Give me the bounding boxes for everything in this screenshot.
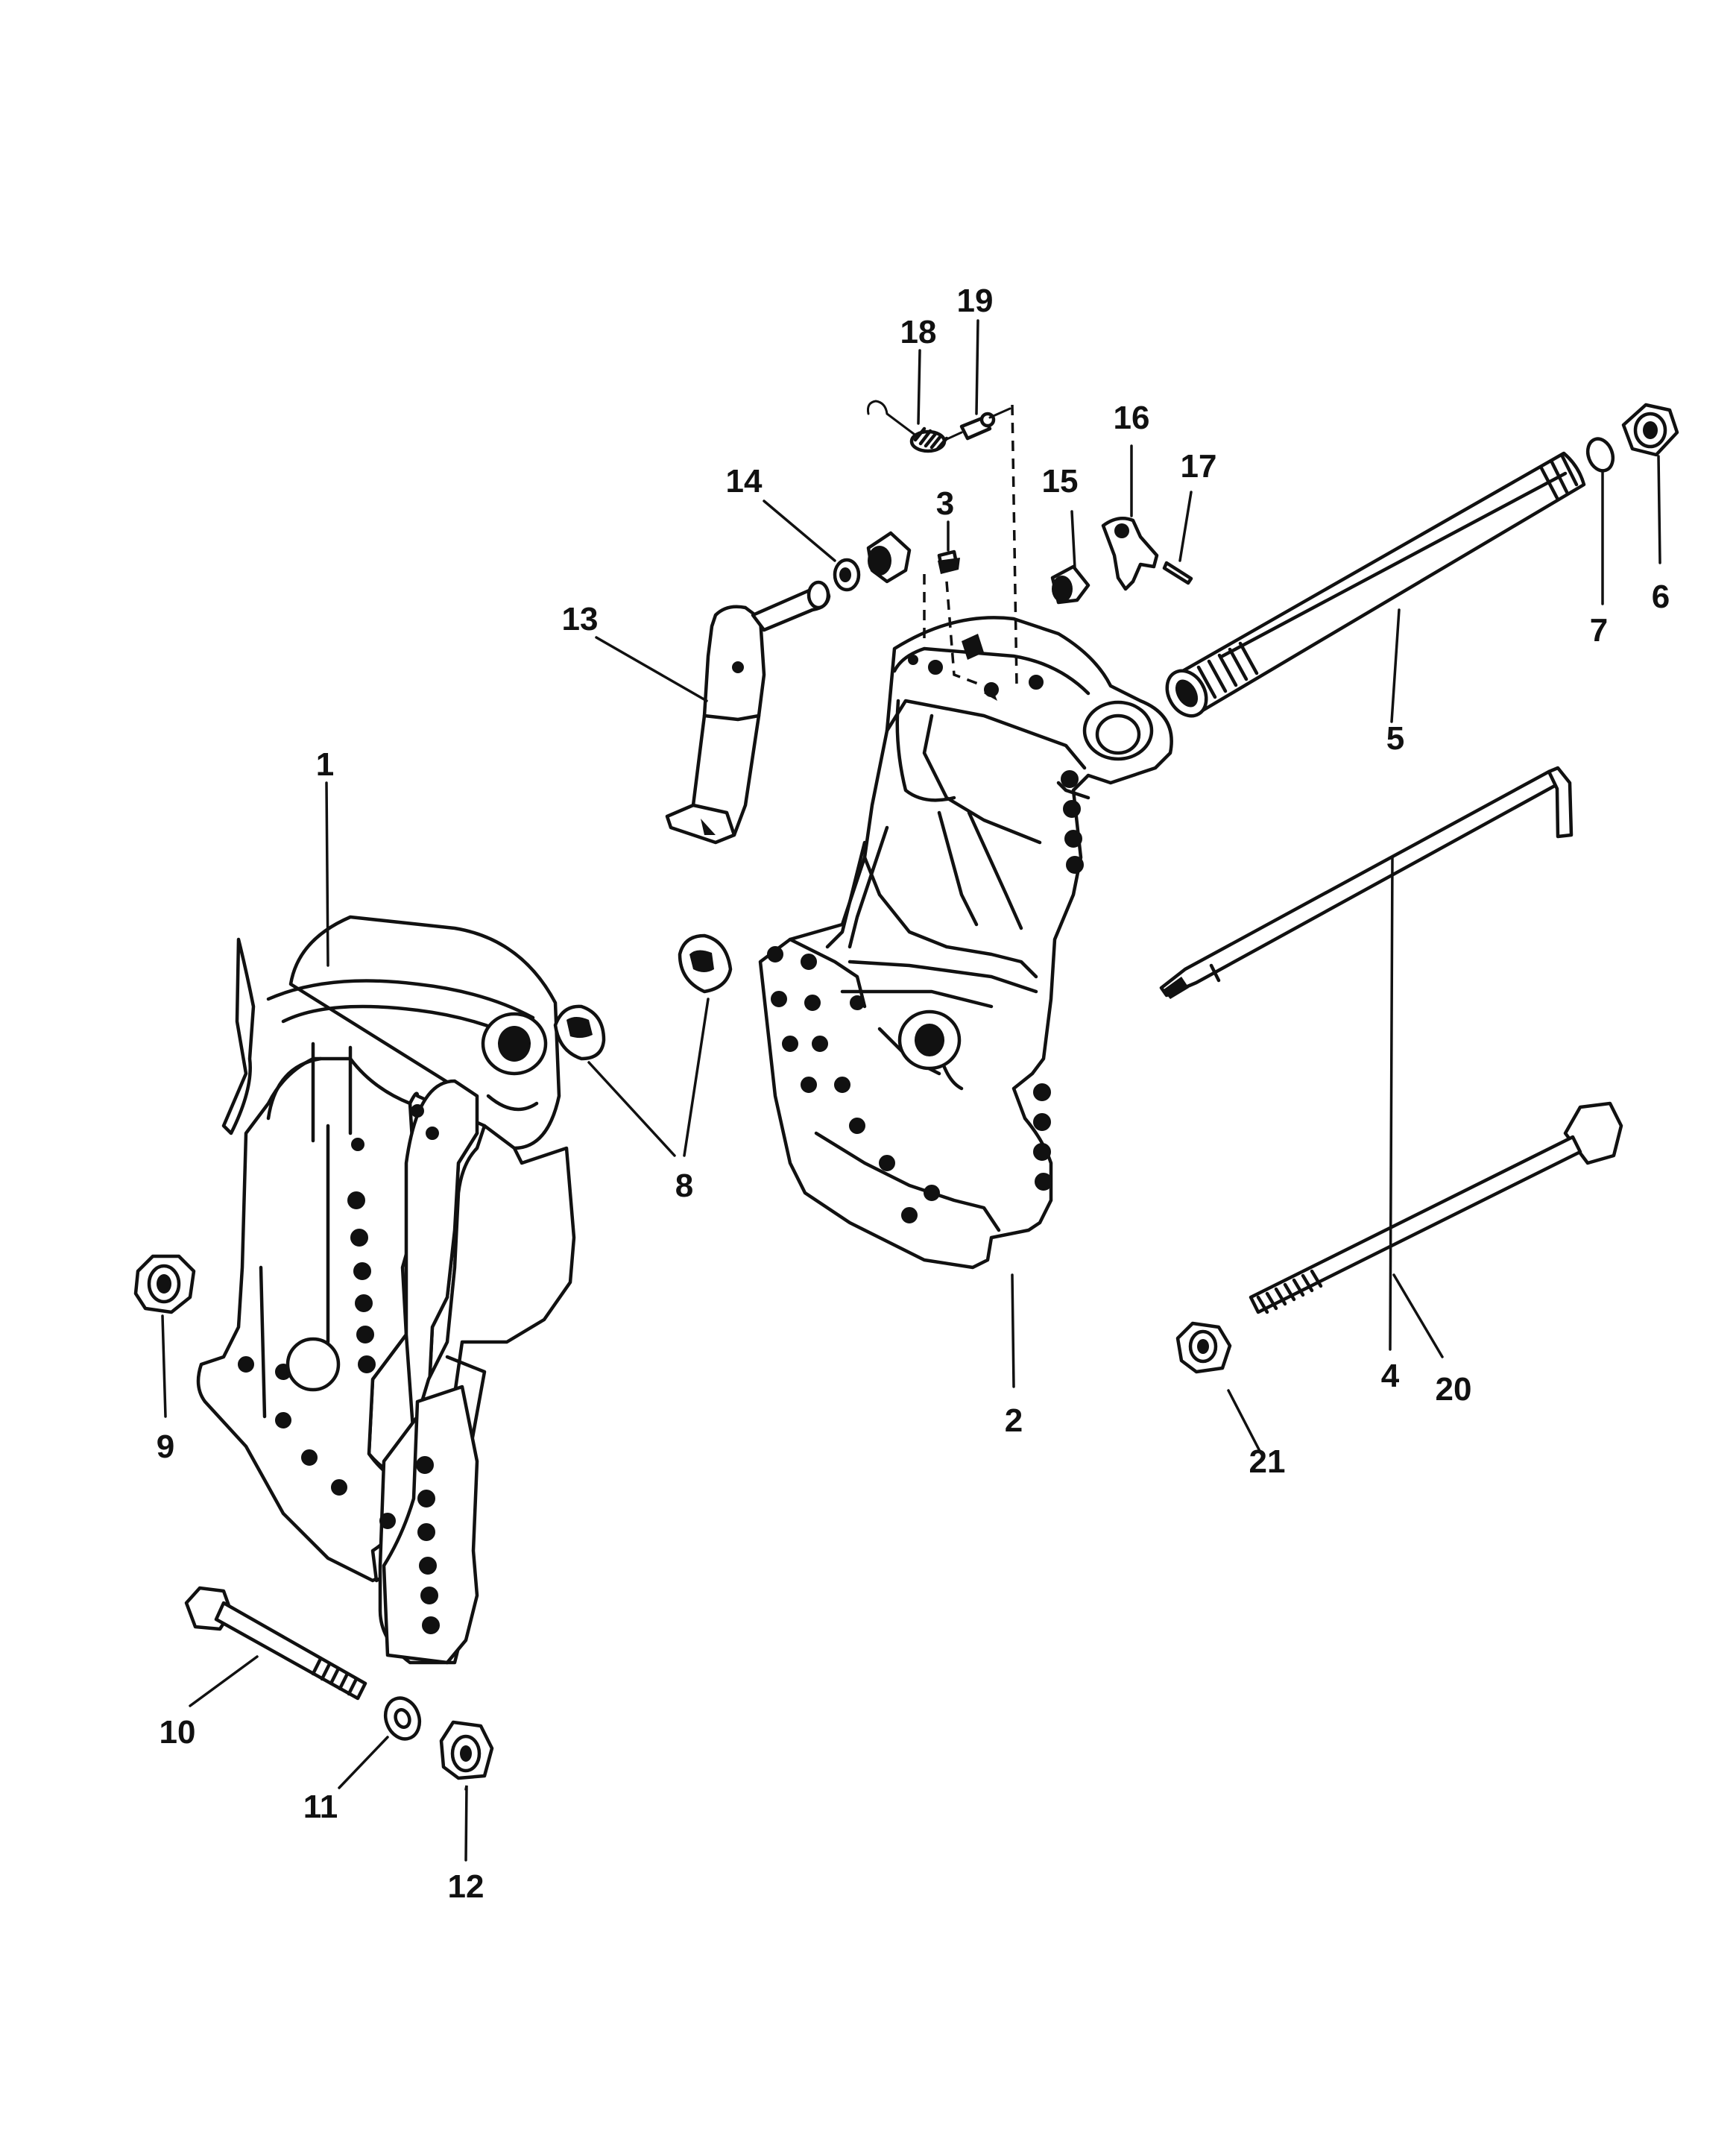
plunger-19 <box>959 407 1011 441</box>
clamp-bracket-left <box>196 915 576 1665</box>
callout-15: 15 <box>1042 463 1079 500</box>
callout-19: 19 <box>957 283 994 319</box>
callout-7: 7 <box>1590 612 1608 649</box>
callout-17: 17 <box>1181 448 1217 485</box>
callout-8: 8 <box>675 1168 693 1204</box>
assembly-lines <box>923 404 1018 687</box>
bolt-20 <box>1249 1101 1623 1314</box>
thrust-washer-8a <box>553 1004 606 1061</box>
callout-6: 6 <box>1652 579 1670 615</box>
pin-17 <box>1162 561 1193 585</box>
tilt-lever <box>665 580 831 845</box>
grease-fitting-3 <box>937 549 960 574</box>
retaining-ring-14 <box>833 558 861 592</box>
callout-12: 12 <box>448 1868 484 1905</box>
washer-11 <box>383 1696 422 1741</box>
callout-4: 4 <box>1381 1358 1400 1394</box>
nut-12 <box>439 1720 494 1780</box>
callout-11: 11 <box>303 1789 338 1825</box>
callout-3: 3 <box>936 485 954 522</box>
callout-16: 16 <box>1114 400 1150 436</box>
bushing-15 <box>1050 564 1090 605</box>
callout-2: 2 <box>1005 1402 1023 1439</box>
tilt-pin-4 <box>1159 766 1574 999</box>
lock-cam-16 <box>1101 516 1159 591</box>
callout-5: 5 <box>1386 720 1404 757</box>
tilt-tube-5 <box>1165 451 1586 718</box>
callout-numbers: 1 2 3 4 5 6 7 8 9 10 11 12 13 14 15 16 1… <box>157 283 1670 1905</box>
callout-10: 10 <box>160 1714 196 1751</box>
callout-9: 9 <box>157 1428 174 1465</box>
bushing-left <box>866 531 912 584</box>
callout-1: 1 <box>316 746 334 783</box>
callout-20: 20 <box>1436 1371 1472 1408</box>
callout-21: 21 <box>1249 1443 1286 1480</box>
nut-6 <box>1621 403 1679 457</box>
callout-13: 13 <box>562 601 599 637</box>
callout-18: 18 <box>900 314 937 350</box>
clamp-bracket-center <box>758 616 1173 1270</box>
spring-18 <box>867 400 963 453</box>
bolt-10 <box>184 1586 367 1701</box>
nut-21 <box>1175 1321 1232 1374</box>
callout-14: 14 <box>726 463 763 500</box>
leader-lines <box>161 319 1661 1862</box>
thrust-washer-8b <box>678 933 733 994</box>
nut-9 <box>133 1254 196 1314</box>
washer-7 <box>1585 437 1615 473</box>
